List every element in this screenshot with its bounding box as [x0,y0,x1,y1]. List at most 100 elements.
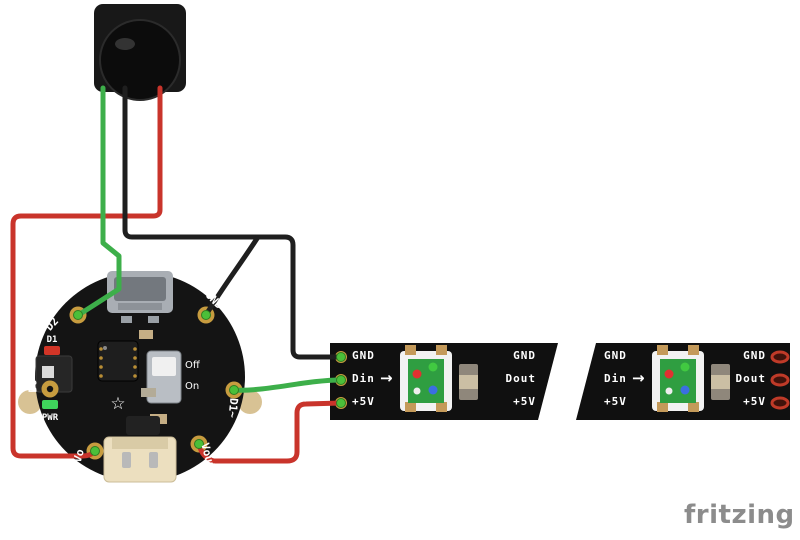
connection-dot-strip-gnd[interactable] [336,352,346,362]
strip1-label-gnd-out: GND [513,349,536,362]
star-icon: ☆ [110,394,126,414]
strip2-label-5v-in: +5V [604,395,627,408]
smd-resistor-2 [148,316,159,323]
led2-blue-dot [680,385,690,395]
strip1-label-dout: Dout [505,372,536,385]
strip2-label-dout: Dout [735,372,766,385]
connection-dot-vout[interactable] [194,439,204,449]
strip2-label-gnd-out: GND [743,349,766,362]
strip1-data-arrow-icon: → [380,369,393,387]
pcb-disc[interactable] [35,272,245,482]
pad-label-d1: D1~ [225,397,241,419]
usb-connector[interactable] [107,271,173,313]
silkscreen-d1: D1 [46,335,58,345]
smd-cap-1 [139,330,153,339]
led1-red-dot [412,369,422,379]
connection-dot-gnd[interactable] [201,310,211,320]
led2-die [660,359,696,403]
strip2-data-arrow-icon: → [632,369,645,387]
switch-label-off: Off [185,360,200,371]
led1-white-dot [413,387,421,395]
gemma-board[interactable] [18,271,262,483]
led2-pad-tl [657,345,668,355]
wire-ir-signal-green[interactable] [77,85,122,317]
jst-pin-2 [149,452,158,468]
wire-ground-branch-black[interactable] [203,234,261,318]
led-pwr [42,400,58,409]
chip-pin [133,356,137,360]
connection-dot-d2[interactable] [73,310,83,320]
strip2-end-pad-5v[interactable] [770,396,790,410]
connection-dot-d1[interactable] [229,385,239,395]
chip-pin [99,365,103,369]
ir-receiver[interactable] [94,4,186,101]
strip1-label-5v-in: +5V [352,395,375,408]
regulator [126,416,160,435]
jst-pin-1 [122,452,131,468]
smd-resistor-1 [121,316,132,323]
neopixel-led-2[interactable] [652,345,704,412]
strip2-end-pad-dout[interactable] [770,373,790,387]
ir-dome-highlight [115,38,135,50]
wire-ir-power-red[interactable] [10,85,163,459]
switch-label-on: On [185,381,200,392]
chip-dot-marker [103,346,107,350]
usb-opening [114,277,166,301]
reset-plunger [42,366,54,378]
switch-slider[interactable] [152,357,176,376]
wire-ground-black[interactable] [122,85,344,360]
wires [10,85,344,464]
neopixel-led-1[interactable] [400,345,452,412]
pad-d0[interactable] [41,380,59,398]
led1-pad-tr [436,345,447,355]
led1-pad-tl [405,345,416,355]
led1-die [408,359,444,403]
smd-cap-2 [141,388,156,397]
wire-vout-red[interactable] [196,400,344,464]
cap1-band [459,375,478,389]
silkscreen-pwr: PWR [41,413,59,423]
neopixel-strip-2[interactable] [576,343,790,420]
connection-dot-3vo[interactable] [90,446,100,456]
strip2-label-din: Din [604,372,627,385]
chip-pin [133,365,137,369]
chip-pin [99,356,103,360]
led2-white-dot [665,387,673,395]
led2-pad-tr [688,345,699,355]
led2-pad-bl [657,402,668,412]
connection-points [73,310,346,456]
mcu-chip[interactable] [97,340,139,382]
connection-dot-strip-5v[interactable] [336,398,346,408]
led1-green-dot [428,362,438,372]
usb-lip [118,303,162,310]
chip-pin [133,374,137,378]
strip2-label-5v-out: +5V [743,395,766,408]
pad-label-d0: D0 [26,379,40,393]
led2-red-dot [664,369,674,379]
strip1-label-din: Din [352,372,375,385]
mount-ear-left [18,390,42,414]
led1-pad-br [436,402,447,412]
led2-green-dot [680,362,690,372]
pad-d0-hole [46,385,54,393]
wire-data-green[interactable] [231,377,344,393]
connection-dot-strip-din[interactable] [336,375,346,385]
led1-pad-bl [405,402,416,412]
mount-ear-right [238,390,262,414]
strip1-label-gnd-in: GND [352,349,375,362]
capacitor-2[interactable] [711,364,730,400]
jst-battery-connector[interactable] [103,436,177,483]
strip2-label-gnd-in: GND [604,349,627,362]
jst-lip [112,437,168,449]
cap2-band [711,375,730,389]
fritzing-watermark: fritzing [684,500,795,530]
strip2-end-pad-gnd[interactable] [770,350,790,364]
ir-dome [99,19,181,101]
capacitor-1[interactable] [459,364,478,400]
chip-body [97,340,139,382]
chip-pin [99,374,103,378]
strip1-label-5v-out: +5V [513,395,536,408]
led2-pad-br [688,402,699,412]
